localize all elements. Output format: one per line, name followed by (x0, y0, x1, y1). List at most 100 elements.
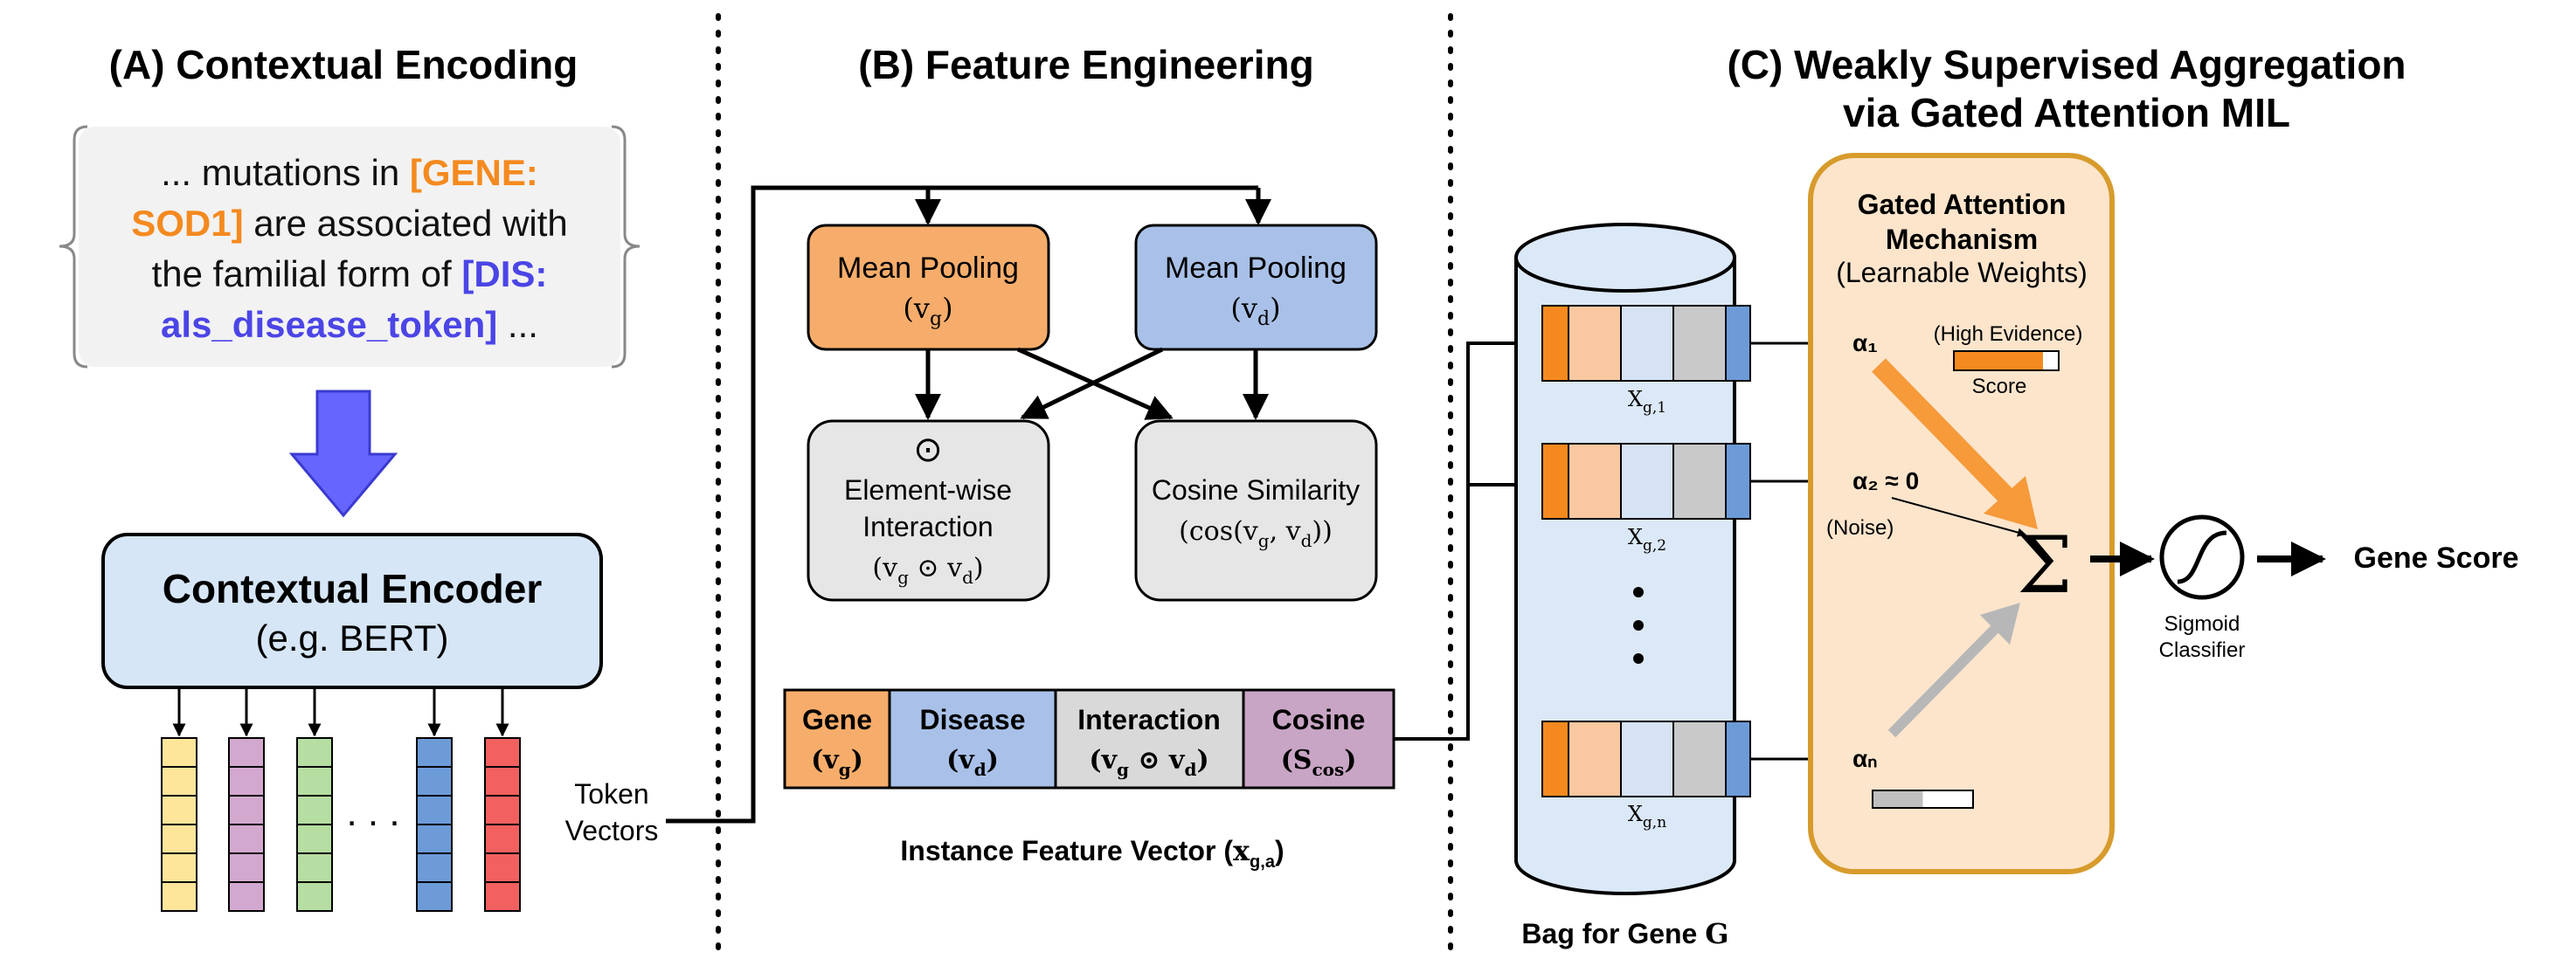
token-cell (228, 881, 265, 912)
noise-label: (Noise) (1826, 516, 1894, 540)
arrow-d-to-elem (1020, 347, 1164, 420)
token-cell (416, 795, 453, 825)
gene-score-output: Gene Score (2354, 542, 2519, 575)
svg-text:Disease: Disease (920, 704, 1026, 735)
token-cell (484, 881, 521, 912)
svg-text:the familial form of [DIS:: the familial form of [DIS: (152, 253, 548, 294)
token-cell (484, 852, 521, 883)
token-cell (484, 766, 521, 797)
attention-arrowhead-low (1980, 603, 2020, 645)
gated-attention-box: Gated Attention Mechanism (Learnable Wei… (1808, 153, 2115, 874)
svg-text:(vg): (vg) (903, 292, 952, 330)
svg-text:... mutations in [GENE:: ... mutations in [GENE: (161, 152, 538, 193)
svg-text:Cosine: Cosine (1272, 704, 1366, 735)
svg-text:Mean Pooling: Mean Pooling (1165, 252, 1347, 285)
svg-text:Mechanism: Mechanism (1886, 224, 2038, 255)
token-cell (161, 795, 197, 825)
token-cell (296, 766, 333, 797)
attention-arrow-noise (1891, 497, 2026, 537)
segment-disease (888, 688, 1057, 790)
classifier-label-2: Classifier (2159, 638, 2246, 662)
instance-label-1: Xg,1 (1628, 387, 1666, 417)
svg-text:Gated Attention: Gated Attention (1858, 189, 2067, 220)
token-vectors-label-2: Vectors (565, 815, 659, 846)
svg-text:Gene: Gene (802, 704, 872, 735)
alpha-2: α₂ ≈ 0 (1852, 467, 1919, 494)
token-cell (228, 795, 265, 825)
token-cell (416, 852, 453, 883)
panel-c-title-2: via Gated Attention MIL (1843, 90, 2290, 135)
panel-a-title: (A) Contextual Encoding (109, 42, 578, 87)
svg-text:Interaction: Interaction (862, 511, 993, 542)
svg-text:SOD1] are associated with: SOD1] are associated with (131, 203, 568, 244)
vertical-dots (1633, 587, 1644, 664)
high-score-bar (1953, 350, 2060, 371)
token-cell (296, 795, 333, 825)
token-cell (228, 766, 265, 797)
mean-pooling-disease: Mean Pooling (vd) (1134, 224, 1378, 351)
low-score-bar (1872, 790, 1974, 809)
score-label: Score (1972, 375, 2027, 398)
token-cell (228, 852, 265, 883)
panel-c-title: (C) Weakly Supervised Aggregation (1727, 42, 2406, 87)
token-cell (416, 824, 453, 854)
token-cell (161, 824, 197, 854)
token-cell (484, 824, 521, 854)
token-cell (296, 737, 333, 768)
sum-symbol: Σ (2017, 520, 2073, 611)
token-cell (416, 881, 453, 912)
high-evidence-label: (High Evidence) (1934, 322, 2083, 346)
token-cell (296, 881, 333, 912)
token-cell (296, 852, 333, 883)
alpha-n: αₙ (1852, 745, 1877, 772)
classifier-label: Sigmoid (2164, 612, 2240, 636)
instance-bar-2 (1541, 443, 1751, 520)
elementwise-interaction: ⊙ Element-wise Interaction (vg ⊙ vd) (807, 419, 1050, 602)
panel-b-title: (B) Feature Engineering (858, 42, 1313, 87)
feature-route-line (1394, 335, 1540, 741)
svg-text:Element-wise: Element-wise (844, 474, 1012, 506)
token-cell (228, 824, 265, 854)
token-vectors-label: Token (574, 778, 648, 810)
token-cell (416, 766, 453, 797)
mean-pooling-gene: Mean Pooling (vg) (807, 224, 1050, 351)
token-cell (484, 795, 521, 825)
attention-arrowhead-high (1984, 476, 2038, 529)
svg-text:(Learnable Weights): (Learnable Weights) (1836, 257, 2088, 288)
cosine-similarity: Cosine Similarity (cos(vg, vd)) (1134, 419, 1378, 602)
alpha-1: α₁ (1852, 329, 1878, 356)
instance-feature-vector: Gene (vg) Disease (vd) Interaction (vg ⊙… (783, 688, 1395, 790)
svg-text:(vg): (vg) (811, 745, 863, 780)
contextual-encoder: Contextual Encoder (e.g. BERT) (101, 533, 603, 689)
svg-text:als_disease_token] ...: als_disease_token] ... (161, 304, 538, 345)
token-cell (228, 737, 265, 768)
attention-arrow-high (1872, 358, 2019, 508)
token-cell (161, 852, 197, 883)
svg-text:Mean Pooling: Mean Pooling (837, 252, 1019, 285)
instance-label-n: Xg,n (1628, 802, 1666, 831)
svg-text:Cosine Similarity: Cosine Similarity (1152, 474, 1360, 506)
attention-arrow-low (1887, 620, 2004, 738)
feature-vector-caption: Instance Feature Vector (xg,a) (900, 834, 1284, 872)
token-cell (416, 737, 453, 768)
sigmoid-icon (2159, 514, 2245, 600)
svg-text:(vd): (vd) (1230, 292, 1280, 330)
bag-caption: Bag for Gene G (1521, 917, 1728, 950)
svg-text:Interaction: Interaction (1077, 704, 1221, 735)
token-route-line (666, 185, 1258, 824)
svg-text:Contextual Encoder: Contextual Encoder (163, 566, 543, 611)
instance-bar-1 (1541, 305, 1751, 382)
token-ellipsis: . . . (346, 791, 399, 834)
segment-interaction (1054, 688, 1245, 790)
token-vectors (161, 687, 521, 912)
token-cell (296, 824, 333, 854)
svg-text:(vg ⊙ vd): (vg ⊙ vd) (1089, 745, 1208, 780)
svg-text:(e.g. BERT): (e.g. BERT) (256, 618, 449, 659)
svg-text:⊙: ⊙ (913, 431, 943, 469)
instance-bar-n (1541, 721, 1751, 797)
token-cell (161, 737, 197, 768)
token-cell (161, 881, 197, 912)
down-arrow-icon (288, 390, 398, 518)
token-cell (484, 737, 521, 768)
